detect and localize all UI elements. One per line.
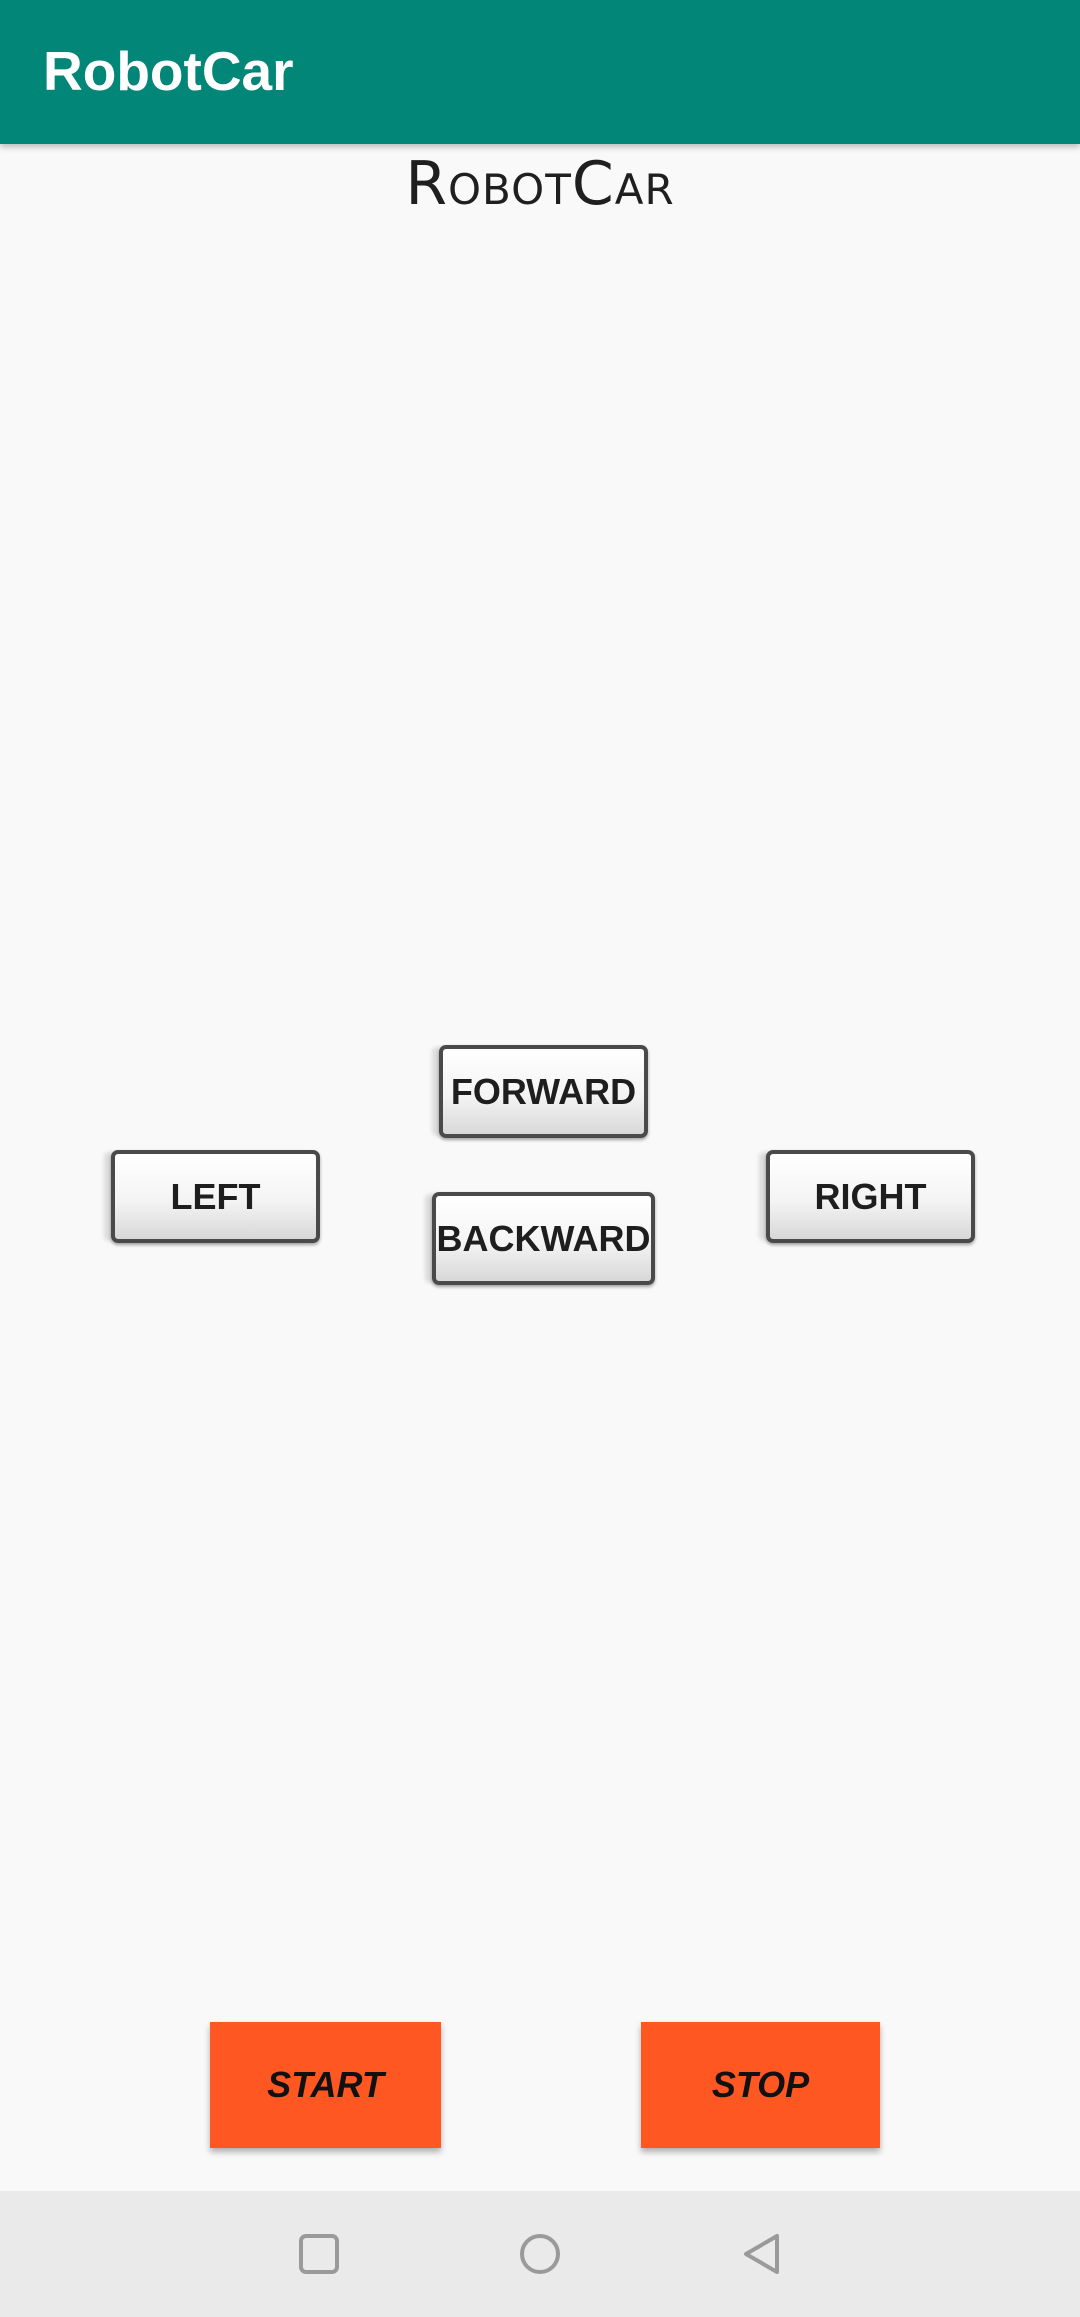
home-icon[interactable] — [515, 2229, 565, 2279]
right-button[interactable]: RIGHT — [766, 1150, 975, 1243]
page-heading: RobotCar — [405, 149, 675, 219]
stop-button[interactable]: STOP — [641, 2022, 880, 2148]
start-button[interactable]: START — [210, 2022, 441, 2148]
forward-button[interactable]: FORWARD — [439, 1045, 648, 1138]
navigation-bar — [0, 2191, 1080, 2317]
back-icon[interactable] — [737, 2229, 787, 2279]
app-bar: RobotCar — [0, 0, 1080, 144]
recents-icon[interactable] — [294, 2229, 344, 2279]
backward-button[interactable]: BACKWARD — [432, 1192, 655, 1285]
app-bar-title: RobotCar — [43, 40, 294, 102]
left-button[interactable]: LEFT — [111, 1150, 320, 1243]
